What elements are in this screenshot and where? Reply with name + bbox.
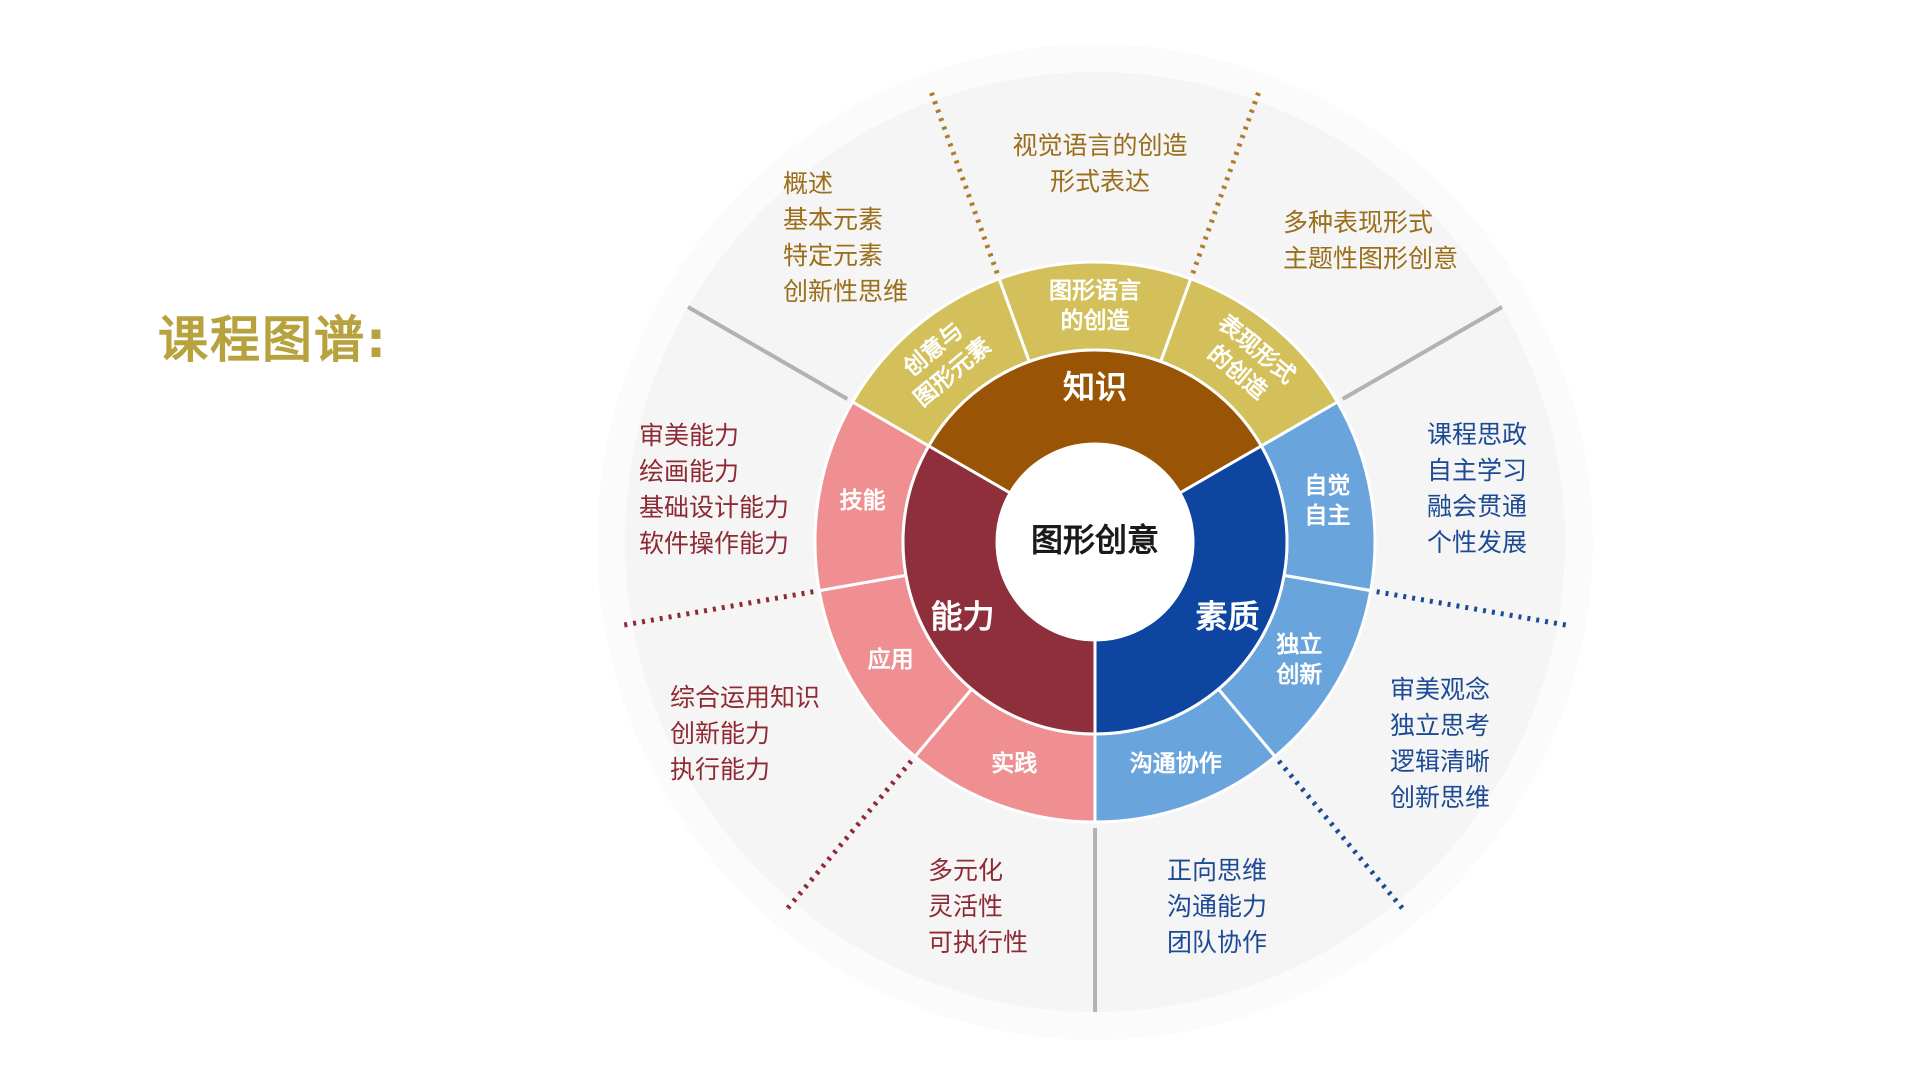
outer-sector-label: 实践	[991, 749, 1037, 776]
outer-sector-label: 自觉自主	[1304, 472, 1350, 529]
middle-sector-label: 素质	[1195, 598, 1259, 636]
annotation-line: 团队协作	[1167, 928, 1268, 957]
annotation-bottom-right: 正向思维 沟通能力 团队协作	[1167, 853, 1267, 961]
annotation-line: 概述	[783, 169, 834, 198]
outer-sector-label: 技能	[840, 487, 886, 514]
annotation-line: 创新思维	[1390, 783, 1491, 812]
annotation-line: 课程思政	[1427, 420, 1528, 449]
annotation-line: 正向思维	[1167, 856, 1268, 885]
annotation-line: 灵活性	[928, 892, 1004, 921]
annotation-top: 视觉语言的创造 形式表达	[1003, 128, 1197, 200]
middle-sector-label: 能力	[930, 598, 994, 636]
annotation-line: 创新能力	[670, 719, 771, 748]
annotation-right-lower: 审美观念 独立思考 逻辑清晰 创新思维	[1390, 672, 1490, 816]
divider-grey-right	[1341, 305, 1504, 401]
annotation-line: 多种表现形式	[1283, 208, 1434, 237]
annotation-line: 执行能力	[670, 755, 771, 784]
annotation-line: 沟通能力	[1167, 892, 1268, 921]
annotation-line: 审美能力	[639, 421, 740, 450]
annotation-line: 综合运用知识	[670, 683, 821, 712]
annotation-bottom-left: 多元化 灵活性 可执行性	[928, 853, 1028, 961]
middle-sector-label: 知识	[1063, 368, 1127, 406]
annotation-left-lower: 综合运用知识 创新能力 执行能力	[670, 680, 820, 788]
annotation-line: 绘画能力	[639, 457, 740, 486]
center-label: 图形创意	[1031, 521, 1159, 559]
divider-lines	[621, 90, 1569, 1012]
annotation-line: 创新性思维	[783, 277, 909, 306]
annotation-line: 可执行性	[928, 928, 1029, 957]
middle-ring	[901, 348, 1289, 736]
annotation-line: 逻辑清晰	[1390, 747, 1491, 776]
annotation-line: 独立思考	[1390, 711, 1491, 740]
outer-sector-label: 应用	[868, 646, 914, 673]
center-disc	[997, 444, 1193, 640]
annotation-line: 特定元素	[783, 241, 884, 270]
annotation-line: 多元化	[928, 856, 1004, 885]
annotation-top-right: 多种表现形式 主题性图形创意	[1283, 205, 1458, 277]
annotation-line: 基础设计能力	[639, 493, 790, 522]
annotation-left-upper: 审美能力 绘画能力 基础设计能力 软件操作能力	[639, 418, 789, 562]
annotation-right-upper: 课程思政 自主学习 融会贯通 个性发展	[1427, 417, 1527, 561]
outer-sector-label: 独立创新	[1275, 631, 1322, 688]
page-title: 课程图谱:	[158, 311, 388, 369]
annotation-top-left: 概述 基本元素 特定元素 创新性思维	[783, 166, 908, 310]
center-circle: 图形创意	[997, 444, 1193, 640]
annotation-line: 视觉语言的创造	[1012, 131, 1188, 160]
divider-grey-left	[686, 305, 849, 401]
annotation-line: 软件操作能力	[639, 529, 790, 558]
annotation-line: 审美观念	[1390, 675, 1491, 704]
outer-sector-label: 图形语言的创造	[1049, 277, 1141, 334]
annotation-line: 形式表达	[1049, 167, 1150, 196]
annotation-line: 融会贯通	[1427, 492, 1528, 521]
annotation-line: 基本元素	[783, 205, 884, 234]
annotation-line: 个性发展	[1427, 528, 1528, 557]
annotation-line: 自主学习	[1427, 456, 1528, 485]
outer-sector-label: 沟通协作	[1130, 749, 1222, 776]
annotation-line: 主题性图形创意	[1283, 244, 1459, 273]
